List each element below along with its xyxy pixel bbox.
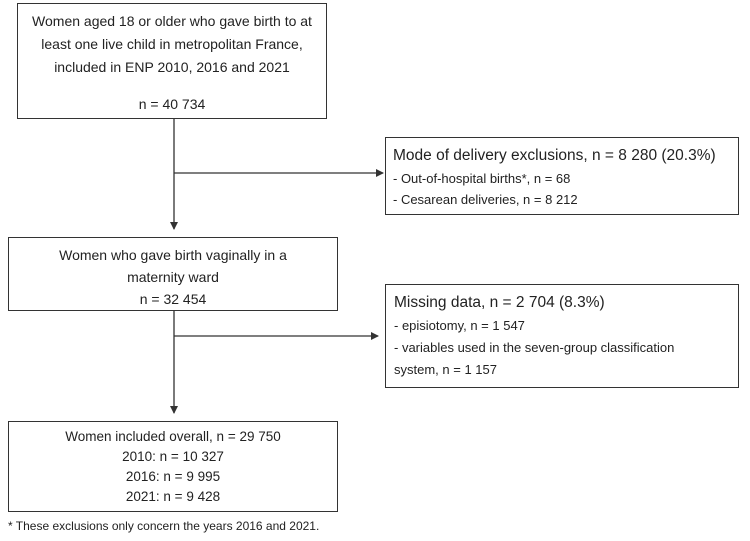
vaginal-line-1: Women who gave birth vaginally in a	[59, 247, 287, 263]
missing-data-box: Missing data, n = 2 704 (8.3%) - episiot…	[385, 284, 739, 388]
start-line-2: least one live child in metropolitan Fra…	[41, 36, 303, 52]
mode-exclusion-item-1: - Out-of-hospital births*, n = 68	[393, 171, 571, 186]
included-2021: 2021: n = 9 428	[125, 489, 221, 504]
missing-data-item-1: - episiotomy, n = 1 547	[394, 318, 525, 333]
start-line-1: Women aged 18 or older who gave birth to…	[32, 13, 312, 29]
start-count: n = 40 734	[138, 96, 206, 112]
missing-data-item-2: - variables used in the seven-group clas…	[394, 340, 675, 355]
vaginal-births-box: Women who gave birth vaginally in a mate…	[8, 237, 338, 311]
women-included-box: Women included overall, n = 29 750 2010:…	[8, 421, 338, 512]
included-2010: 2010: n = 10 327	[122, 449, 224, 464]
start-population-box: Women aged 18 or older who gave birth to…	[17, 3, 327, 119]
start-line-3: included in ENP 2010, 2016 and 2021	[54, 59, 290, 75]
vaginal-count: n = 32 454	[139, 291, 207, 307]
included-2016: 2016: n = 9 995	[125, 469, 221, 484]
vaginal-line-2: maternity ward	[127, 269, 219, 285]
missing-data-item-3: system, n = 1 157	[394, 362, 497, 377]
mode-of-delivery-exclusions-box: Mode of delivery exclusions, n = 8 280 (…	[385, 137, 739, 215]
missing-data-title: Missing data, n = 2 704 (8.3%)	[394, 294, 605, 311]
mode-exclusions-title: Mode of delivery exclusions, n = 8 280 (…	[393, 147, 716, 164]
included-overall: Women included overall, n = 29 750	[65, 429, 281, 444]
mode-exclusion-item-2: - Cesarean deliveries, n = 8 212	[393, 192, 578, 207]
footnote: * These exclusions only concern the year…	[8, 519, 320, 533]
